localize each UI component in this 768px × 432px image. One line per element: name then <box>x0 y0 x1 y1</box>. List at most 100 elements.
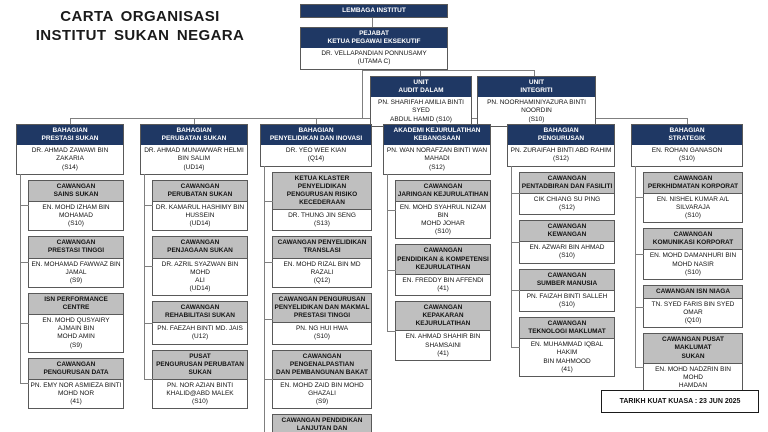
branch-title: CAWANGAN PENJAGAAN SUKAN <box>153 237 247 259</box>
lembaga-institut-box: LEMBAGA INSTITUT <box>300 4 448 19</box>
branch-head-name: EN. MOHD ZAID BIN MOHD GHAZALI (S9) <box>273 379 371 409</box>
branch-head-name: EN. FREDDY BIN AFFENDI (41) <box>396 274 490 295</box>
branch-title: CAWANGAN ISN NIAGA <box>644 285 742 299</box>
lembaga-institut-label: LEMBAGA INSTITUT <box>301 5 447 18</box>
branch-title: CAWANGAN TEKNOLOGI MAKLUMAT <box>520 318 614 340</box>
pejabat-ceo-title: PEJABAT KETUA PEGAWAI EKSEKUTIF <box>301 28 447 49</box>
branch-head-name: EN. AZWARI BIN AHMAD (S10) <box>520 242 614 263</box>
unit-integriti-title: UNIT INTEGRITI <box>478 77 595 98</box>
branch-head-name: EN. MOHD SYAHRUL NIZAM BIN MOHD JOHAR (S… <box>396 201 490 239</box>
pejabat-ceo-name: DR. VELLAPANDIAN PONNUSAMY (UTAMA C) <box>301 48 447 69</box>
branch-head-name: DR. THUNG JIN SENG (S13) <box>273 210 371 231</box>
column-connector-line <box>387 173 388 331</box>
page-title: CARTA ORGANISASI INSTITUT SUKAN NEGARA <box>35 8 245 44</box>
branch-box: CAWANGAN PENDIDIKAN LANJUTAN DAN PROFESI… <box>272 414 372 432</box>
division-head-name: DR. AHMAD ZAWAWI BIN ZAKARIA (S14) <box>17 145 123 174</box>
unit-integriti-name: PN. NOORHAMINIYAZURA BINTI NOORDIN (S10) <box>478 97 595 126</box>
branch-title: CAWANGAN PENGENALPASTIAN DAN PEMBANGUNAN… <box>273 350 371 380</box>
branch-head-name: TN. SYED FARIS BIN SYED OMAR (Q10) <box>644 298 742 328</box>
branch-title: CAWANGAN KEWANGAN <box>520 221 614 243</box>
branch-title: CAWANGAN PERUBATAN SUKAN <box>153 180 247 202</box>
effective-date-box: TARIKH KUAT KUASA : 23 JUN 2025 <box>601 390 759 413</box>
unit-audit-dalam-title: UNIT AUDIT DALAM <box>371 77 471 98</box>
connector-line <box>420 70 421 76</box>
branch-head-name: EN. MOHD RIZAL BIN MD RAZALI (Q12) <box>273 258 371 287</box>
column-connector-line <box>635 165 636 368</box>
unit-integriti-box: UNIT INTEGRITI PN. NOORHAMINIYAZURA BINT… <box>477 76 596 127</box>
branch-title: CAWANGAN KOMUNIKASI KORPORAT <box>644 229 742 251</box>
branch-title: CAWANGAN REHABILITASI SUKAN <box>153 302 247 324</box>
branch-box: CAWANGAN PENGENALPASTIAN DAN PEMBANGUNAN… <box>264 349 372 410</box>
connector-line <box>687 118 688 124</box>
branch-title: CAWANGAN PENTADBIRAN DAN FASILITI <box>520 172 614 194</box>
branch-title: CAWANGAN JARINGAN KEJURULATIHAN <box>396 180 490 202</box>
division-title: AKADEMI KEJURULATIHAN KEBANGSAAN <box>384 125 490 146</box>
branch-box: KETUA KLASTER PENYELIDIKAN PENGURUSAN RI… <box>264 171 372 232</box>
connector-line <box>362 63 363 119</box>
connector-line <box>372 17 373 27</box>
branch-head-name: PN. NG HUI HWA (S10) <box>273 323 371 344</box>
branch-title: CAWANGAN PERKHIDMATAN KORPORAT <box>644 172 742 194</box>
branch-head-name: DR. KAMARUL HASHIMY BIN HUSSEIN (UD14) <box>153 201 247 231</box>
branch-head-name: EN. MUHAMMAD IQBAL HAKIM BIN MAHMOOD (41… <box>520 339 614 376</box>
branch-head-name: PN. EMY NOR ASMIEZA BINTI MOHD NOR (41) <box>29 379 123 409</box>
column-connector-line <box>20 173 21 384</box>
column-connector-line <box>511 165 512 348</box>
branch-box: CAWANGAN PENGURUSAN PENYELIDIKAN DAN MAK… <box>264 292 372 345</box>
branch-title: CAWANGAN PENGURUSAN PENYELIDIKAN DAN MAK… <box>273 293 371 324</box>
branch-title: CAWANGAN SUMBER MANUSIA <box>520 269 614 291</box>
branch-title: CAWANGAN PENDIDIKAN LANJUTAN DAN PROFESI… <box>273 415 371 432</box>
branch-title: CAWANGAN KEPAKARAN KEJURULATIHAN <box>396 302 490 332</box>
division-head-name: PN. ZURAIFAH BINTI ABD RAHIM (S12) <box>508 145 614 166</box>
branch-title: CAWANGAN PRESTASI TINGGI <box>29 237 123 259</box>
unit-audit-dalam-name: PN. SHARIFAH AMILIA BINTI SYED ABDUL HAM… <box>371 97 471 126</box>
branch-title: CAWANGAN PENYELIDIKAN TRANSLASI <box>273 237 371 259</box>
division-title: BAHAGIAN PENGURUSAN <box>508 125 614 146</box>
pejabat-ceo-box: PEJABAT KETUA PEGAWAI EKSEKUTIF DR. VELL… <box>300 27 448 70</box>
column-connector-line <box>264 165 265 432</box>
division-head-name: DR. YEO WEE KIAN (Q14) <box>261 145 371 166</box>
branch-title: CAWANGAN PENDIDIKAN & KOMPETENSI KEJURUL… <box>396 245 490 275</box>
branch-head-name: DR. AZRIL SYAZWAN BIN MOHD ALI (UD14) <box>153 258 247 295</box>
column-connector-line <box>144 173 145 380</box>
unit-audit-dalam-box: UNIT AUDIT DALAM PN. SHARIFAH AMILIA BIN… <box>370 76 472 127</box>
division-title: BAHAGIAN PRESTASI SUKAN <box>17 125 123 146</box>
division-title: BAHAGIAN PENYELIDIKAN DAN INOVASI <box>261 125 371 146</box>
division-head-name: PN. WAN NORAFZAN BINTI WAN MAHADI (S12) <box>384 145 490 174</box>
division-title: BAHAGIAN STRATEGIK <box>632 125 742 146</box>
branch-title: KETUA KLASTER PENYELIDIKAN PENGURUSAN RI… <box>273 172 371 210</box>
branch-head-name: EN. NISHEL KUMAR A/L SILVARAJA (S10) <box>644 193 742 223</box>
branch-head-name: PN. NOR AZIAN BINTI KHALID@ABD MALEK (S1… <box>153 379 247 409</box>
connector-line <box>194 118 195 124</box>
division-head-name: DR. AHMAD MUNAWWAR HELMI BIN SALIM (UD14… <box>141 145 247 174</box>
